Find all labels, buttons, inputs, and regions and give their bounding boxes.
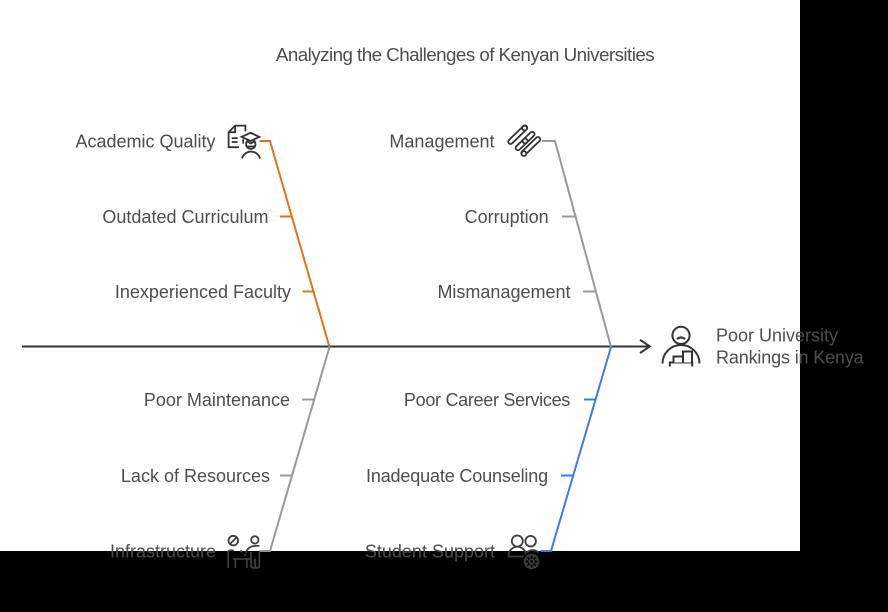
svg-text:Outdated Curriculum: Outdated Curriculum <box>102 207 268 227</box>
svg-text:Inexperienced Faculty: Inexperienced Faculty <box>115 282 291 302</box>
svg-text:Lack of Resources: Lack of Resources <box>121 466 270 486</box>
svg-text:Mismanagement: Mismanagement <box>437 282 570 302</box>
svg-text:Poor Maintenance: Poor Maintenance <box>144 390 290 410</box>
svg-text:Poor University: Poor University <box>716 326 838 346</box>
svg-text:Academic Quality: Academic Quality <box>75 132 215 152</box>
svg-text:Analyzing the Challenges of Ke: Analyzing the Challenges of Kenyan Unive… <box>276 44 654 65</box>
svg-text:Rankings in Kenya: Rankings in Kenya <box>716 348 865 368</box>
svg-text:Management: Management <box>389 132 494 152</box>
svg-text:Inadequate Counseling: Inadequate Counseling <box>366 466 548 486</box>
svg-text:Poor Career Services: Poor Career Services <box>404 390 570 410</box>
svg-text:Corruption: Corruption <box>465 207 549 227</box>
svg-text:Infrastructure: Infrastructure <box>110 542 216 562</box>
svg-text:Student Support: Student Support <box>365 542 495 562</box>
